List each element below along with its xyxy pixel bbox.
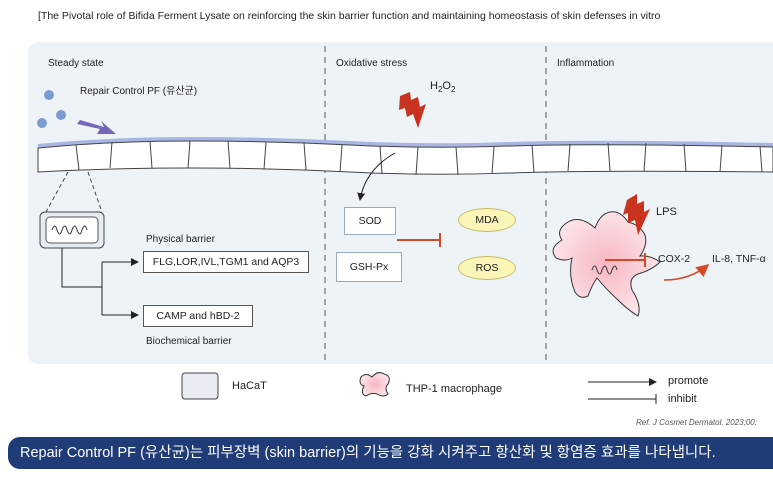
legend-hacat-label: HaCaT: [232, 380, 267, 392]
legend-macrophage-label: THP-1 macrophage: [406, 383, 502, 395]
zoom-line-left: [45, 171, 69, 213]
ingredient-arrow: [77, 120, 116, 134]
zoom-line-right: [87, 171, 103, 213]
section-inflammation: Inflammation: [557, 58, 615, 69]
inflammation-lightning-icon: [623, 194, 650, 235]
biochemical-genes-box: CAMP and hBD-2: [143, 305, 253, 327]
mda-oval: MDA: [458, 208, 516, 232]
summary-banner: Repair Control PF (유산균)는 피부장벽 (skin barr…: [8, 437, 773, 469]
ros-oval: ROS: [458, 256, 516, 280]
biochemical-barrier-label: Biochemical barrier: [146, 336, 232, 347]
tree-trunk: [61, 248, 102, 288]
cytokine-arrow: [663, 263, 710, 281]
physical-genes-box: FLG,LOR,IVL,TGM1 and AQP3: [143, 251, 309, 273]
macrophage-cell: [552, 211, 661, 317]
cytokines-label: IL-8, TNF-α: [712, 253, 766, 265]
legend-macrophage-icon: [359, 372, 390, 397]
cox2-label: COX-2: [658, 253, 691, 265]
reference-citation: Ref. J Cosmet Dermatol. 2023;00:: [636, 418, 757, 427]
lps-label: LPS: [656, 206, 677, 218]
physical-barrier-label: Physical barrier: [146, 234, 215, 245]
legend-hacat-icon: [181, 372, 219, 400]
h2o2-label: H2O2: [430, 80, 456, 95]
ingredient-label: Repair Control PF (유산균): [80, 86, 198, 97]
figure-title: [The Pivotal role of Bifida Ferment Lysa…: [38, 10, 661, 22]
section-steady-state: Steady state: [48, 58, 104, 69]
legend-inhibit-label: inhibit: [668, 393, 697, 405]
sod-box: SOD: [344, 207, 396, 235]
oxidative-arrow: [357, 152, 396, 201]
probiotic-dots: [37, 90, 66, 128]
section-oxidative-stress: Oxidative stress: [336, 58, 408, 69]
hacat-cell-layer: [37, 136, 773, 176]
legend-promote-label: promote: [668, 375, 709, 387]
gsh-px-box: GSH-Px: [336, 252, 402, 282]
oxidative-lightning-icon: [399, 92, 426, 128]
dna-icon: [51, 225, 88, 235]
